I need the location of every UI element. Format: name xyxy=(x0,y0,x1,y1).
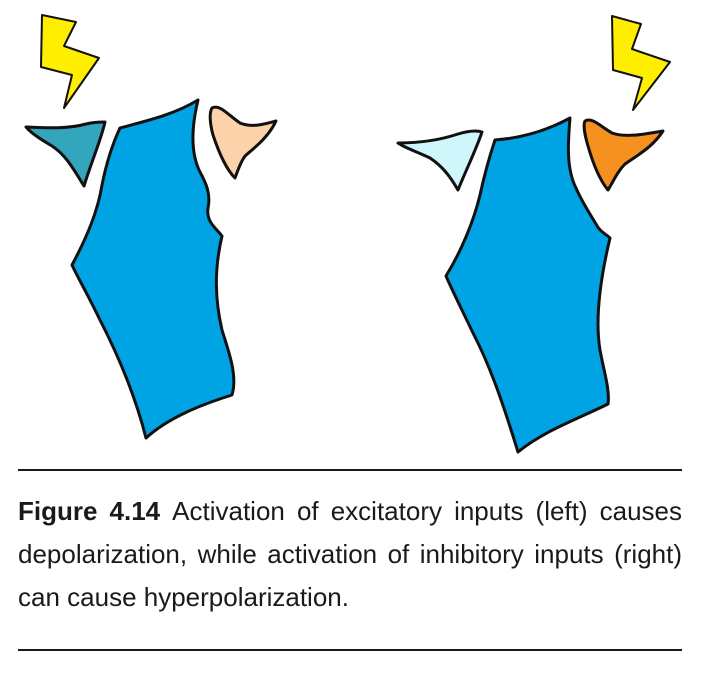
lightning-bolt-icon xyxy=(40,14,100,109)
right-excitatory-terminal xyxy=(396,129,484,192)
left-inhibitory-terminal xyxy=(208,105,278,180)
caption-bottom-rule xyxy=(18,649,682,651)
left-dendrite-shaft xyxy=(70,98,236,440)
right-panel-inhibitory xyxy=(396,15,671,454)
left-panel-excitatory xyxy=(24,14,278,440)
caption-text: Activation of excitatory inputs (left) c… xyxy=(18,496,682,612)
left-excitatory-terminal xyxy=(24,120,107,188)
caption-top-rule xyxy=(18,469,682,471)
lightning-bolt-icon xyxy=(611,15,671,111)
right-inhibitory-terminal xyxy=(582,118,665,192)
figure-illustration xyxy=(24,14,671,454)
right-dendrite-shaft xyxy=(444,116,612,454)
caption-label: Figure 4.14 xyxy=(18,496,161,526)
